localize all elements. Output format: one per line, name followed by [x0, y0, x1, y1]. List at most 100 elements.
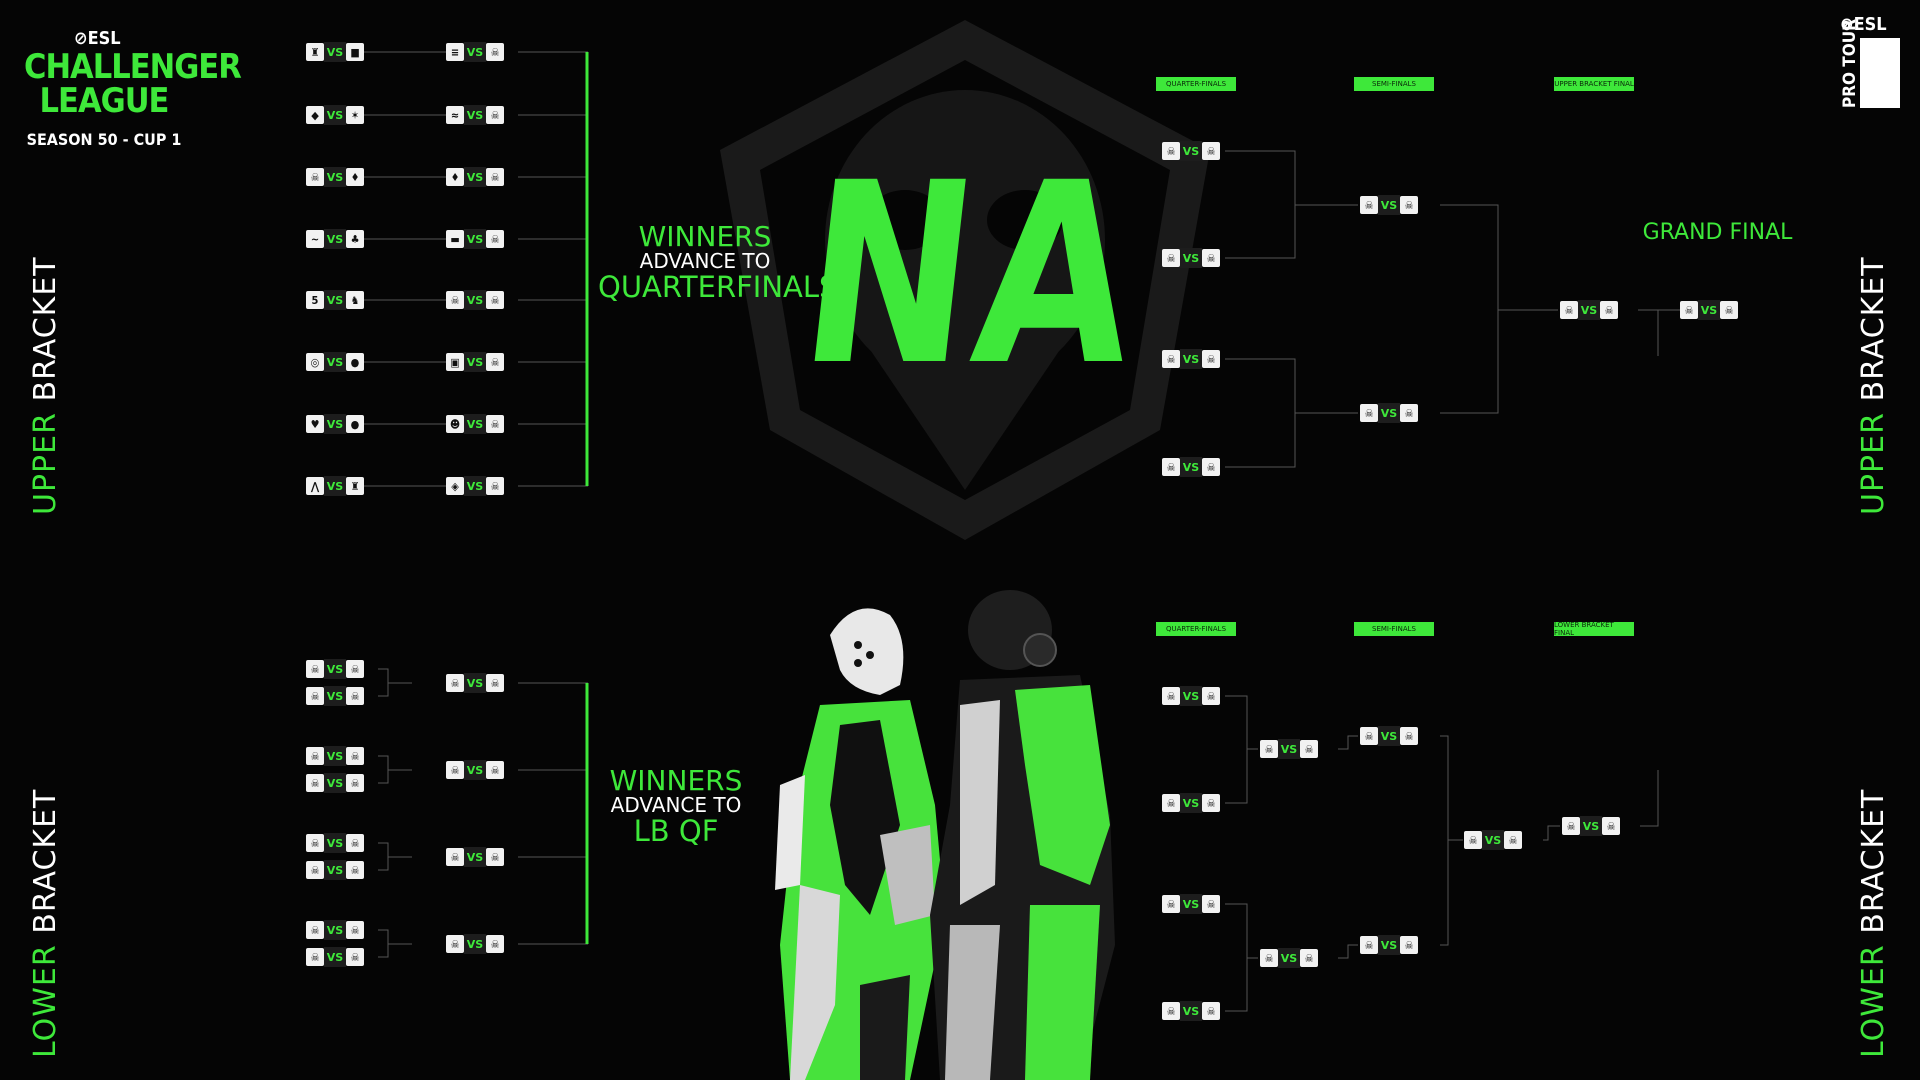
cube-icon: ▣ [446, 353, 464, 371]
bracket-word: BRACKET [1856, 788, 1891, 934]
match-box[interactable]: ♜VS■ [306, 42, 364, 62]
skull-icon: ☠ [486, 353, 504, 371]
match-box[interactable]: ☠VS☠ [446, 847, 504, 867]
skull-icon: ☠ [1202, 1002, 1220, 1020]
match-box[interactable]: ☠VS☠ [1162, 457, 1220, 477]
skull-icon: ☠ [1720, 301, 1738, 319]
skull-icon: ☠ [1300, 949, 1318, 967]
match-box[interactable]: ☠VS☠ [1162, 1001, 1220, 1021]
skull-icon: ☠ [1162, 794, 1180, 812]
match-box[interactable]: ≡VS☠ [446, 42, 504, 62]
match-box[interactable]: ☠VS♦ [306, 167, 364, 187]
skull-icon: ☠ [346, 687, 364, 705]
skull-icon: ☠ [1602, 817, 1620, 835]
vs-label: VS [464, 167, 486, 187]
match-box[interactable]: ☠VS☠ [306, 860, 364, 880]
match-box[interactable]: ☠VS☠ [1562, 816, 1620, 836]
skull-icon: ☠ [1202, 895, 1220, 913]
circle-icon: ● [346, 415, 364, 433]
advance-line2: ADVANCE TO [610, 793, 742, 818]
league-title-line2: LEAGUE [39, 81, 170, 121]
match-box[interactable]: ☠VS☠ [446, 934, 504, 954]
match-box[interactable]: ☠VS☠ [1162, 349, 1220, 369]
skull-icon: ☠ [1360, 727, 1378, 745]
match-box[interactable]: ☠VS☠ [1162, 686, 1220, 706]
skull-icon: ☠ [1680, 301, 1698, 319]
vs-label: VS [324, 746, 346, 766]
vs-label: VS [1378, 935, 1400, 955]
match-box[interactable]: ☠VS☠ [306, 947, 364, 967]
lower-advance-text: WINNERS ADVANCE TO LB QF [606, 766, 746, 847]
skull-icon: ☠ [306, 834, 324, 852]
match-box[interactable]: ☠VS☠ [306, 920, 364, 940]
esl-logo-text: ESL [87, 28, 121, 49]
match-box[interactable]: ☠VS☠ [1464, 830, 1522, 850]
skull-icon: ☠ [1202, 249, 1220, 267]
match-box[interactable]: ☠VS☠ [1260, 948, 1318, 968]
skull-icon: ☠ [1400, 727, 1418, 745]
match-box[interactable]: ♦VS☠ [446, 167, 504, 187]
vs-label: VS [324, 476, 346, 496]
skull-icon: ☠ [1400, 936, 1418, 954]
match-box[interactable]: ☠VS☠ [1162, 894, 1220, 914]
match-box[interactable]: ☠VS☠ [1162, 248, 1220, 268]
match-box[interactable]: ☠VS☠ [1162, 141, 1220, 161]
match-box[interactable]: ☠VS☠ [306, 833, 364, 853]
match-box[interactable]: ☠VS☠ [446, 673, 504, 693]
pro-tour-text: PRO TOUR [1840, 19, 1860, 108]
vs-label: VS [464, 476, 486, 496]
match-box[interactable]: ☠VS☠ [1360, 403, 1418, 423]
advance-line1: WINNERS [609, 764, 743, 797]
soldier-artwork [775, 590, 1115, 1080]
advance-line2: ADVANCE TO [639, 249, 771, 274]
match-box[interactable]: ☠VS☠ [446, 290, 504, 310]
match-box[interactable]: ☻VS☠ [446, 414, 504, 434]
match-box[interactable]: ☠VS☠ [306, 686, 364, 706]
bracket-word: BRACKET [28, 788, 63, 934]
match-box[interactable]: ☠VS☠ [1360, 935, 1418, 955]
vs-label: VS [324, 920, 346, 940]
match-box[interactable]: ☠VS☠ [1560, 300, 1618, 320]
match-box[interactable]: ☠VS☠ [306, 773, 364, 793]
match-box[interactable]: ≈VS☠ [446, 105, 504, 125]
skull-icon: ☠ [486, 477, 504, 495]
match-box[interactable]: ~VS♣ [306, 229, 364, 249]
vs-label: VS [324, 947, 346, 967]
match-box[interactable]: ☠VS☠ [1680, 300, 1738, 320]
match-box[interactable]: ☠VS☠ [306, 659, 364, 679]
league-title: CHALLENGER LEAGUE [24, 50, 242, 121]
match-box[interactable]: ◈VS☠ [446, 476, 504, 496]
heart-icon: ♥ [306, 415, 324, 433]
match-box[interactable]: ☠VS☠ [1360, 726, 1418, 746]
match-box[interactable]: ☠VS☠ [1360, 195, 1418, 215]
bird-icon: ≈ [446, 106, 464, 124]
match-box[interactable]: ☠VS☠ [1162, 793, 1220, 813]
match-box[interactable]: ☠VS☠ [306, 746, 364, 766]
skull-icon: ☠ [306, 948, 324, 966]
vs-label: VS [324, 290, 346, 310]
match-box[interactable]: ◎VS● [306, 352, 364, 372]
vs-label: VS [464, 290, 486, 310]
match-box[interactable]: ☠VS☠ [446, 760, 504, 780]
nrg-icon: ≡ [446, 43, 464, 61]
skull-icon: ☠ [1504, 831, 1522, 849]
vs-label: VS [324, 860, 346, 880]
skull-icon: ☠ [486, 168, 504, 186]
vs-label: VS [464, 934, 486, 954]
skull-icon: ☠ [486, 291, 504, 309]
upper-word: UPPER [28, 412, 63, 515]
skull-icon: ☠ [1162, 142, 1180, 160]
shield-icon: ♦ [346, 168, 364, 186]
match-box[interactable]: ☠VS☠ [1260, 739, 1318, 759]
mascot-icon: ☻ [446, 415, 464, 433]
match-box[interactable]: ⋀VS♜ [306, 476, 364, 496]
esl-globe-icon: ⊘ [1840, 14, 1854, 35]
vs-label: VS [1180, 457, 1202, 477]
skull-icon: ☠ [1162, 458, 1180, 476]
match-box[interactable]: ◆VS✶ [306, 105, 364, 125]
match-box[interactable]: ▬VS☠ [446, 229, 504, 249]
match-box[interactable]: ♥VS● [306, 414, 364, 434]
vs-label: VS [464, 760, 486, 780]
match-box[interactable]: ▣VS☠ [446, 352, 504, 372]
